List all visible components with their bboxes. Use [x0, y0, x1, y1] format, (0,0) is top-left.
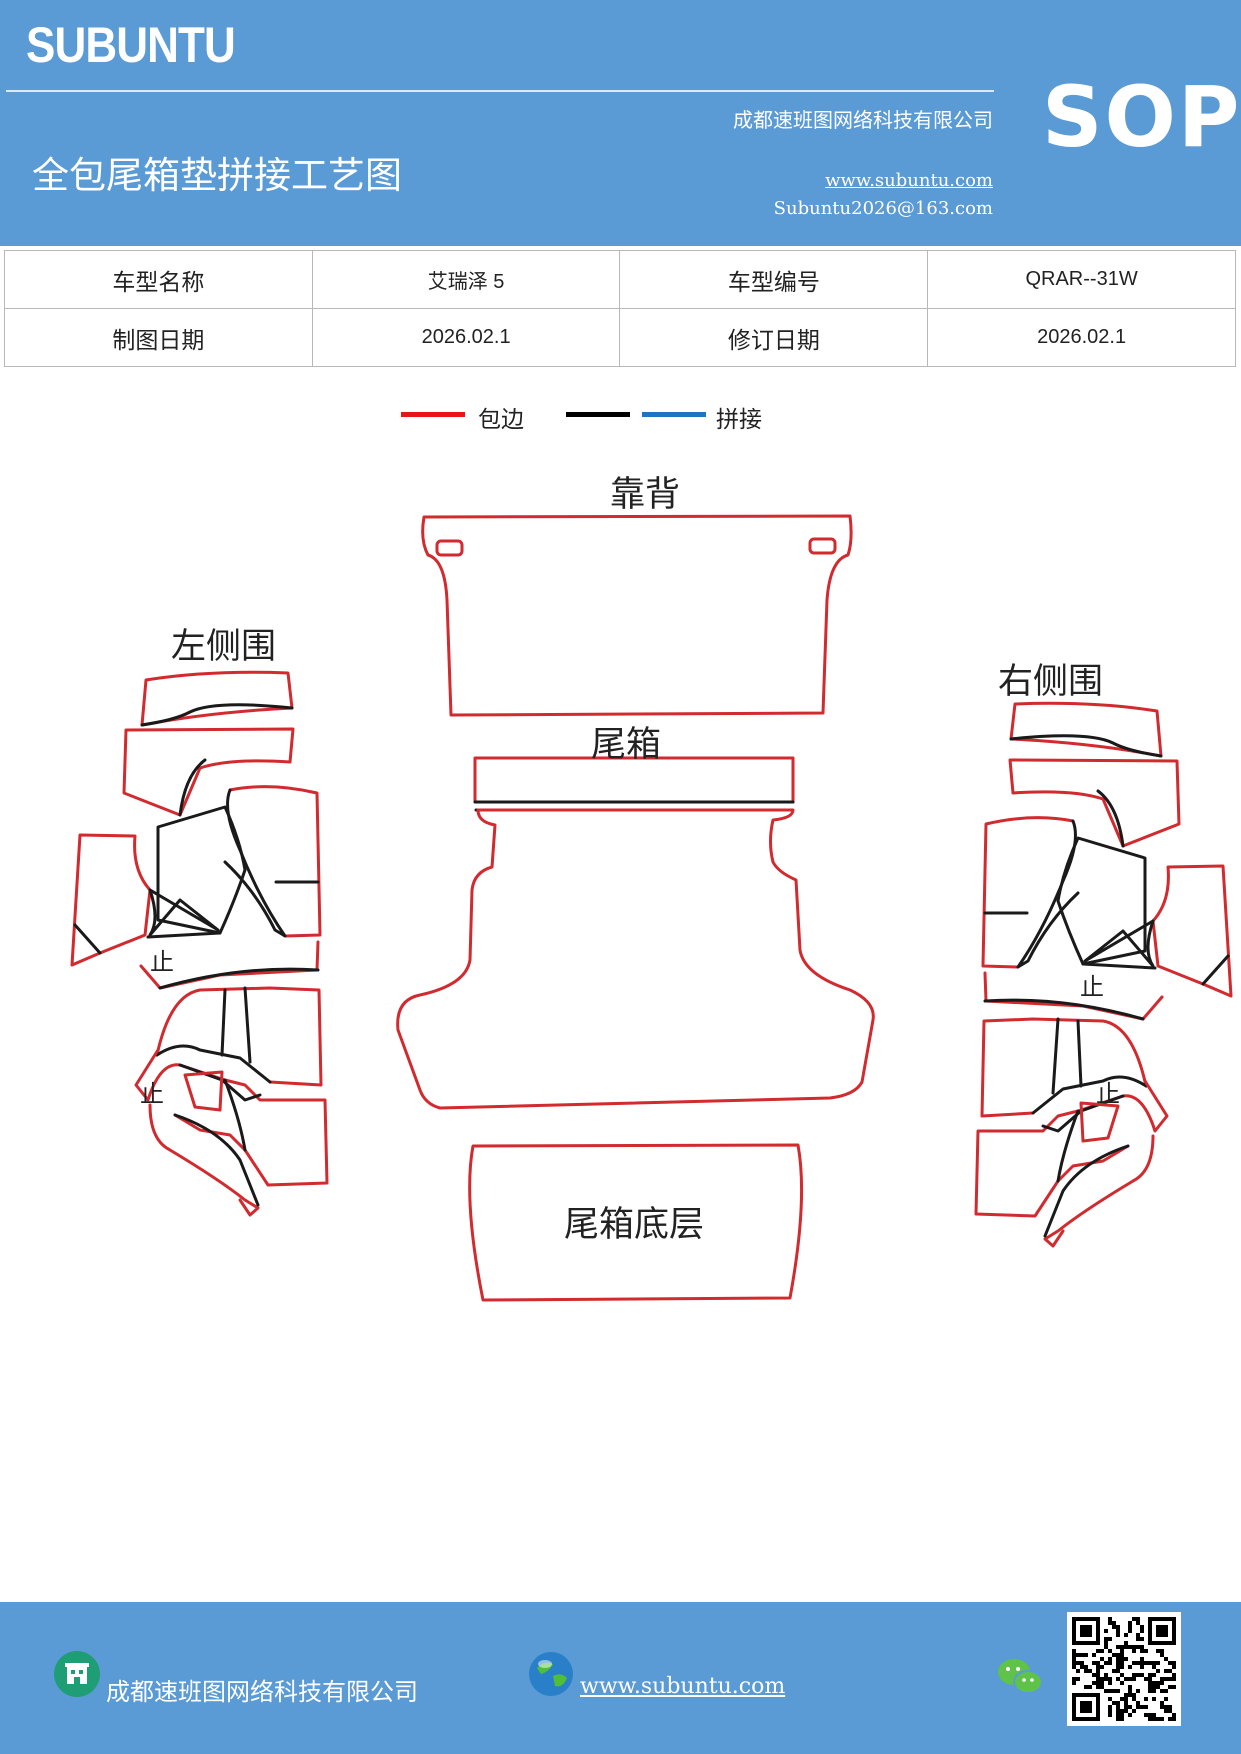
- label-model-code: 车型编号: [619, 250, 929, 309]
- label-trunk: 尾箱: [591, 725, 662, 765]
- table-row: 车型名称 艾瑞泽 5 车型编号 QRAR--31W: [4, 250, 1236, 309]
- qr-code-pattern: [1072, 1617, 1176, 1721]
- value-draw-date: 2026.02.1: [311, 308, 621, 367]
- sop-badge: SOP: [1042, 68, 1241, 166]
- info-table: 车型名称 艾瑞泽 5 车型编号 QRAR--31W 制图日期 2026.02.1…: [4, 250, 1236, 367]
- part-backrest: [421, 514, 853, 717]
- page-header: SUBUNTU 成都速班图网络科技有限公司 全包尾箱垫拼接工艺图 www.sub…: [0, 0, 1241, 246]
- value-model-name: 艾瑞泽 5: [311, 250, 621, 309]
- diagram-drawing: [70, 514, 1233, 1302]
- trunk-mat-diagram: 靠背 左侧围 右侧围 尾箱 尾箱底层 止 止 止 止: [0, 440, 1241, 1320]
- legend-edge-line: [401, 412, 465, 417]
- building-icon: [54, 1651, 100, 1697]
- label-left-side: 左侧围: [171, 627, 277, 667]
- part-left-side: [70, 670, 329, 1217]
- footer-company: 成都速班图网络科技有限公司: [106, 1678, 418, 1706]
- brand-logo: SUBUNTU: [26, 17, 236, 73]
- table-row: 制图日期 2026.02.1 修订日期 2026.02.1: [4, 308, 1236, 367]
- wechat-icon: [998, 1659, 1043, 1694]
- label-draw-date: 制图日期: [4, 308, 313, 367]
- part-trunk: [396, 808, 875, 1110]
- label-revise-date: 修订日期: [619, 308, 929, 367]
- header-email: Subuntu2026@163.com: [773, 198, 993, 219]
- stop-mark: 止: [140, 1080, 164, 1108]
- part-trunk-bottom: [468, 1143, 804, 1302]
- legend-edge-label: 包边: [478, 407, 524, 433]
- stop-mark: 止: [150, 948, 174, 976]
- label-right-side: 右侧围: [998, 662, 1104, 702]
- legend-seam-line: [566, 412, 630, 417]
- value-revise-date: 2026.02.1: [927, 308, 1236, 367]
- header-website-link[interactable]: www.subuntu.com: [825, 170, 993, 191]
- part-right-side: [974, 701, 1233, 1248]
- qr-code: [1067, 1612, 1181, 1726]
- label-model-name: 车型名称: [4, 250, 313, 309]
- footer-website-link[interactable]: www.subuntu.com: [580, 1674, 786, 1699]
- label-backrest: 靠背: [610, 475, 681, 515]
- legend: 包边 拼接: [0, 398, 1241, 438]
- value-model-code: QRAR--31W: [927, 250, 1236, 309]
- document-title: 全包尾箱垫拼接工艺图: [32, 154, 402, 197]
- stop-mark: 止: [1096, 1080, 1120, 1108]
- label-trunk-bottom: 尾箱底层: [564, 1205, 705, 1245]
- stop-mark: 止: [1080, 973, 1104, 1001]
- globe-icon: [529, 1652, 573, 1696]
- legend-joint-label: 拼接: [716, 407, 762, 433]
- header-divider: [6, 90, 994, 92]
- header-company: 成都速班图网络科技有限公司: [733, 108, 993, 132]
- legend-joint-line: [642, 412, 706, 417]
- page-footer: 成都速班图网络科技有限公司 www.subuntu.com: [0, 1602, 1241, 1754]
